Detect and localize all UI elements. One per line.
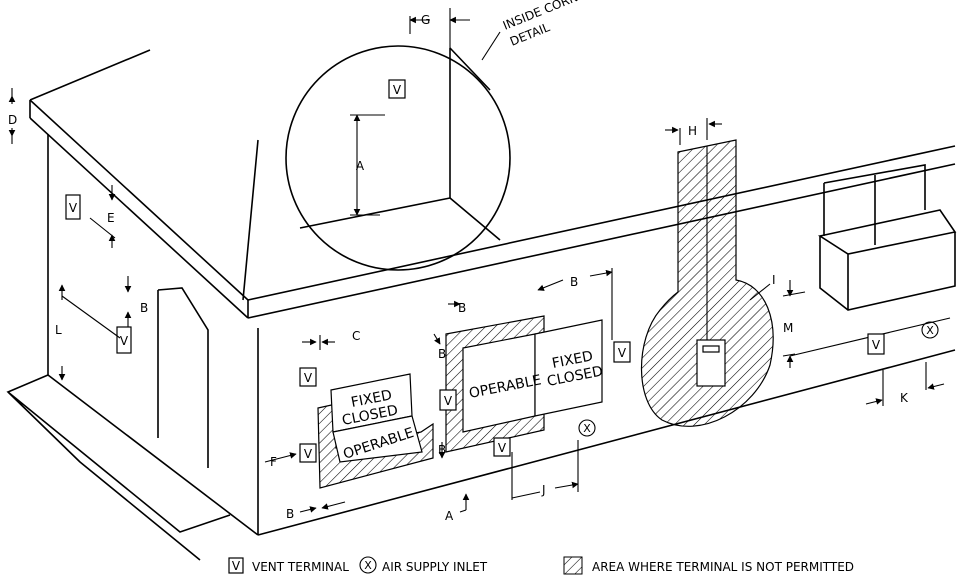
left-vent-bottom-box [116, 326, 132, 354]
air-inlet-1-symbol [578, 419, 596, 437]
dimension-k-arrow-1 [865, 398, 883, 405]
label-h: H [688, 124, 697, 138]
label-e: E [107, 211, 115, 225]
left-vent-bottom-label: V [120, 334, 129, 348]
left-wall-markings: D V E B V L [8, 88, 148, 381]
front-vent-4-label: V [498, 441, 507, 455]
label-k: K [900, 391, 909, 405]
building-outline [6, 49, 956, 561]
legend-vent-text: VENT TERMINAL [252, 560, 349, 574]
legend-vent-symbol: V [232, 559, 241, 573]
dimension-b-bottom-arrow-1 [299, 506, 317, 513]
right-window-group: M V X K [782, 164, 957, 406]
dimension-m-tick-top [782, 291, 806, 297]
label-b-bottom: B [286, 507, 294, 521]
left-wall-bottom [47, 374, 259, 536]
air-inlet-1-label: X [583, 422, 591, 435]
label-b-top: B [458, 301, 466, 315]
detail-vent-label: V [393, 83, 402, 97]
detail-leader [481, 31, 501, 61]
left-window-group: FIXED CLOSED OPERABLE V V C F B [264, 329, 434, 521]
dimension-e-tick [89, 217, 116, 239]
dimension-b-right-arrow-1 [537, 279, 564, 291]
dimension-m-tick-bottom [782, 353, 796, 357]
front-vent-2-box [299, 443, 317, 463]
front-vent-1-box [299, 367, 317, 387]
roof-fascia-bottom [29, 117, 249, 319]
legend-air-symbol: X [364, 559, 372, 572]
detail-vent-box [388, 79, 406, 99]
left-vent-top-box [65, 194, 81, 220]
label-f: F [270, 455, 277, 469]
left-vent-top-label: V [69, 201, 78, 215]
label-b-mid-2: B [438, 443, 446, 457]
front-wall-bottom [257, 349, 956, 536]
front-vent-1-label: V [304, 371, 313, 385]
upper-wall-edge [242, 139, 259, 301]
front-vent-6-box [867, 333, 885, 355]
legend-hatch-text: AREA WHERE TERMINAL IS NOT PERMITTED [592, 560, 854, 574]
side-door [157, 287, 209, 468]
label-i-leader [749, 283, 771, 301]
label-m: M [783, 321, 793, 335]
label-b-left: B [140, 301, 148, 315]
dimension-l-guide [61, 295, 121, 339]
front-vent-2-label: V [304, 447, 313, 461]
meter-area-group: H I [640, 118, 776, 427]
detail-corner-bottom [299, 197, 501, 241]
legend-air-text: AIR SUPPLY INLET [382, 560, 488, 574]
label-c: C [352, 329, 360, 343]
detail-corner-top [449, 47, 491, 91]
right-window-frame [823, 164, 926, 245]
dimension-k-arrow-2 [927, 383, 945, 390]
label-l: L [55, 323, 62, 337]
front-vent-3-box [439, 389, 457, 411]
dimension-b-right-arrow-2 [589, 269, 613, 277]
label-g: G [421, 13, 430, 27]
ground-slab [6, 374, 231, 561]
label-a-front: A [445, 509, 454, 523]
dimension-b-mid-arrow-1 [433, 333, 441, 345]
center-window-fixed-text: FIXED [551, 348, 595, 372]
air-inlet-2-symbol [921, 321, 939, 339]
label-j: J [541, 483, 546, 497]
legend-air-circle [359, 556, 377, 574]
legend-hatch-swatch [563, 556, 583, 575]
label-i: I [772, 273, 776, 287]
label-b-right: B [570, 275, 578, 289]
roof-right-fascia [247, 163, 956, 319]
front-vent-5-box [613, 341, 631, 363]
roof-right-edge [247, 145, 956, 301]
gas-meter-display [702, 345, 720, 353]
dimension-a-front-tail [459, 509, 467, 513]
legend: V VENT TERMINAL X AIR SUPPLY INLET AREA … [228, 556, 854, 575]
label-a-detail: A [356, 159, 365, 173]
center-window-group: OPERABLE FIXED CLOSED V V V X B B B B J … [433, 268, 631, 523]
front-vent-5-label: V [618, 346, 627, 360]
front-vent-6-label: V [872, 338, 881, 352]
roof-fascia-corner [29, 100, 249, 318]
dimension-f-arrow [264, 452, 297, 463]
front-vent-3-label: V [444, 394, 453, 408]
inside-corner-detail: V A G INSIDE CORNER DETAIL [285, 0, 595, 271]
left-window-fixed-text: FIXED [350, 387, 394, 411]
label-b-mid-1: B [438, 347, 446, 361]
planter-box [817, 209, 957, 311]
detail-circle [285, 45, 511, 271]
roof-front-edge [29, 99, 249, 301]
air-inlet-2-label: X [926, 324, 934, 337]
legend-vent-box [228, 557, 244, 574]
roof-left-edge [29, 49, 151, 101]
dimension-j-line-2 [554, 481, 579, 489]
center-window-fixed-pane [534, 319, 603, 417]
dimension-b-bottom-arrow-2 [321, 501, 346, 510]
dimension-j-line-1 [511, 491, 541, 499]
label-d: D [8, 113, 17, 127]
left-window-operable-pane [332, 415, 423, 463]
front-vent-4-box [493, 437, 511, 457]
